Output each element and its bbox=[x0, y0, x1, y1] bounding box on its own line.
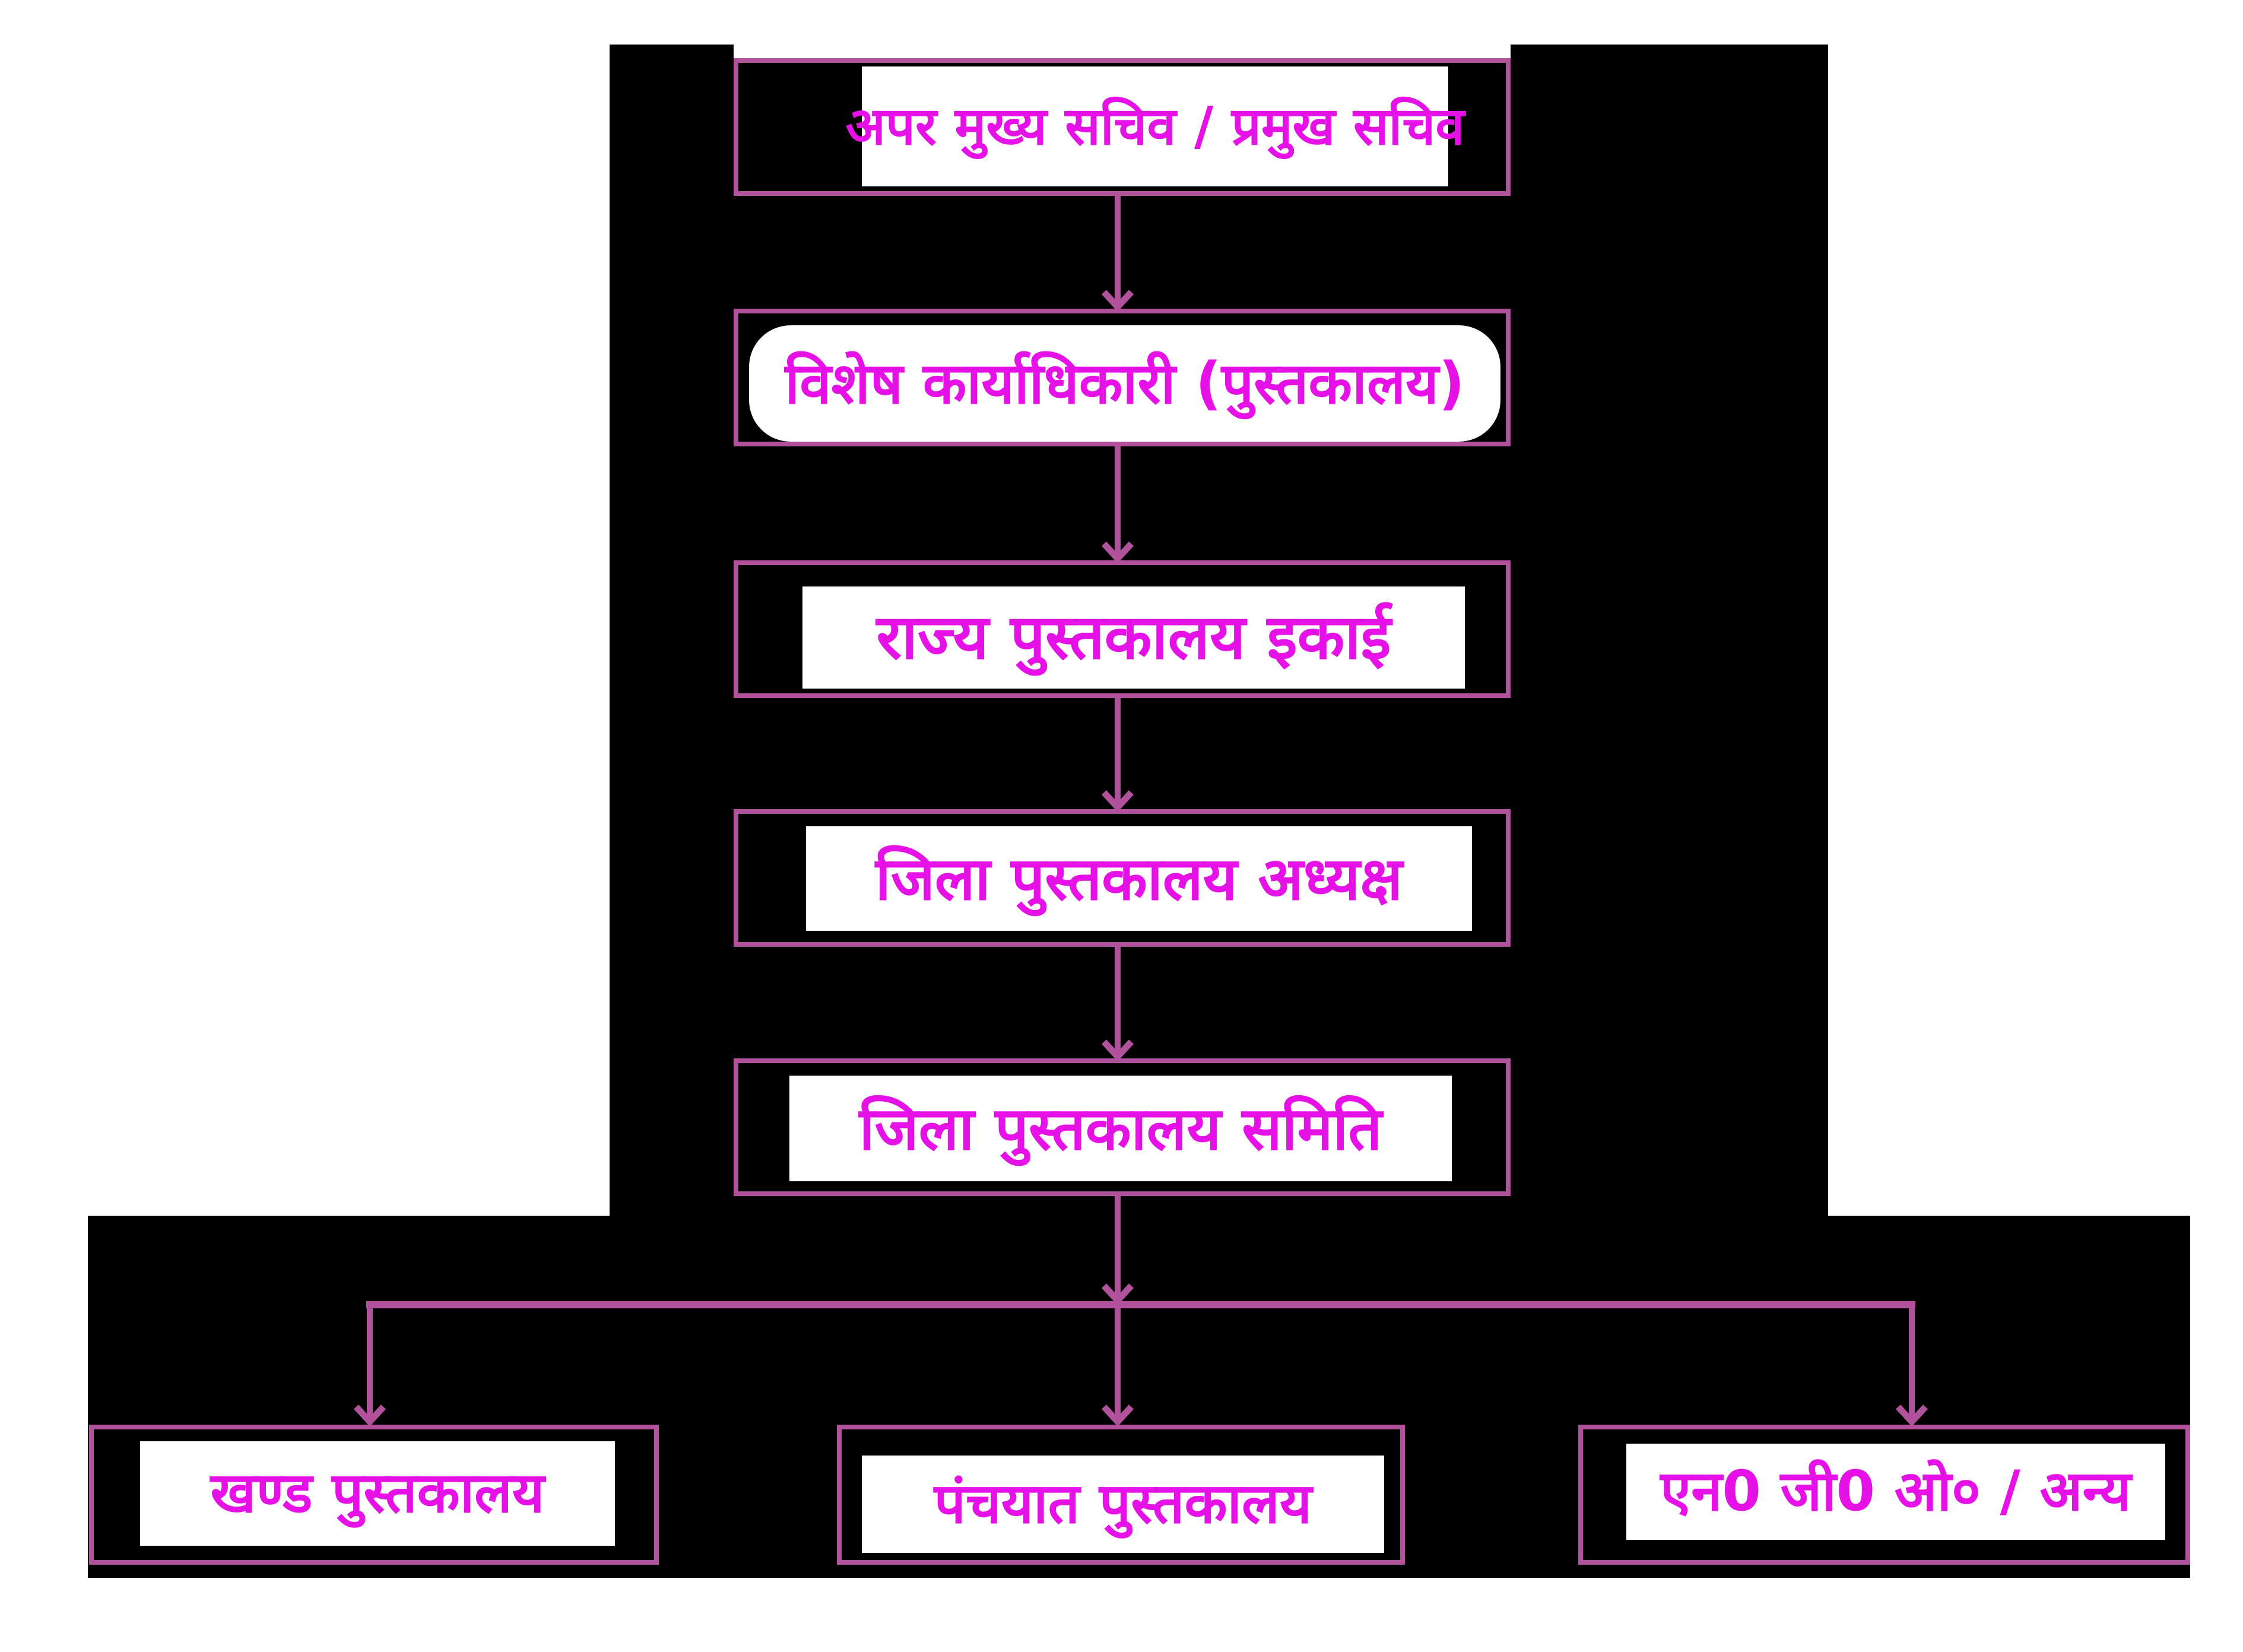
node-label: राज्य पुस्तकालय इकाई bbox=[876, 601, 1391, 674]
node-label-patch: एन0 जी0 ओ० / अन्य bbox=[1626, 1444, 2165, 1540]
node-label-patch: जिला पुस्तकालय अध्यक्ष bbox=[806, 826, 1472, 931]
arrow-down-icon bbox=[353, 1404, 386, 1425]
arrow-down-icon bbox=[1101, 1283, 1134, 1304]
connector-n2-n3 bbox=[1115, 446, 1121, 556]
connector-branch-b1 bbox=[367, 1308, 373, 1421]
node-special-officer-library bbox=[734, 309, 1511, 446]
node-label: विशेष कार्याधिकारी (पुस्तकालय) bbox=[785, 350, 1465, 417]
connector-n4-n5 bbox=[1115, 947, 1121, 1054]
node-state-library-unit bbox=[734, 560, 1511, 698]
connector-branch-b2 bbox=[1115, 1308, 1121, 1421]
node-district-library-committee bbox=[734, 1058, 1511, 1196]
node-ngo-others bbox=[1578, 1425, 2190, 1565]
arrow-down-icon bbox=[1101, 790, 1134, 810]
connector-n5-branch bbox=[1115, 1196, 1121, 1301]
node-district-library-president bbox=[734, 809, 1511, 947]
node-label: अपर मुख्य सचिव / प्रमुख सचिव bbox=[845, 95, 1465, 157]
node-label-patch: पंचयात पुस्तकालय bbox=[862, 1456, 1384, 1553]
arrow-down-icon bbox=[1101, 541, 1134, 562]
connector-n3-n4 bbox=[1115, 698, 1121, 804]
node-panchayat-library bbox=[837, 1425, 1405, 1565]
node-label: एन0 जी0 ओ० / अन्य bbox=[1660, 1458, 2131, 1524]
arrow-down-icon bbox=[1101, 1039, 1134, 1060]
node-label-patch: विशेष कार्याधिकारी (पुस्तकालय) bbox=[749, 325, 1500, 442]
branch-line bbox=[366, 1301, 1915, 1308]
node-block-library bbox=[89, 1425, 659, 1565]
node-label: खण्ड पुस्तकालय bbox=[210, 1460, 545, 1526]
arrow-down-icon bbox=[1101, 290, 1134, 310]
node-label: जिला पुस्तकालय अध्यक्ष bbox=[875, 844, 1403, 914]
node-label-patch: जिला पुस्तकालय समिति bbox=[789, 1076, 1452, 1181]
connector-n1-n2 bbox=[1115, 196, 1121, 304]
arrow-down-icon bbox=[1101, 1404, 1134, 1425]
node-label: पंचयात पुस्तकालय bbox=[934, 1471, 1312, 1536]
node-label-patch: राज्य पुस्तकालय इकाई bbox=[802, 586, 1465, 689]
node-additional-chief-secretary: अपर मुख्य सचिव / प्रमुख सचिव bbox=[734, 58, 1511, 196]
connector-branch-b3 bbox=[1909, 1308, 1915, 1421]
white-notch-above-top-box bbox=[734, 45, 1511, 58]
node-label-patch: अपर मुख्य सचिव / प्रमुख सचिव bbox=[846, 66, 1464, 186]
node-label: जिला पुस्तकालय समिति bbox=[859, 1093, 1382, 1163]
arrow-down-icon bbox=[1895, 1404, 1928, 1425]
node-label-patch: खण्ड पुस्तकालय bbox=[140, 1441, 615, 1546]
